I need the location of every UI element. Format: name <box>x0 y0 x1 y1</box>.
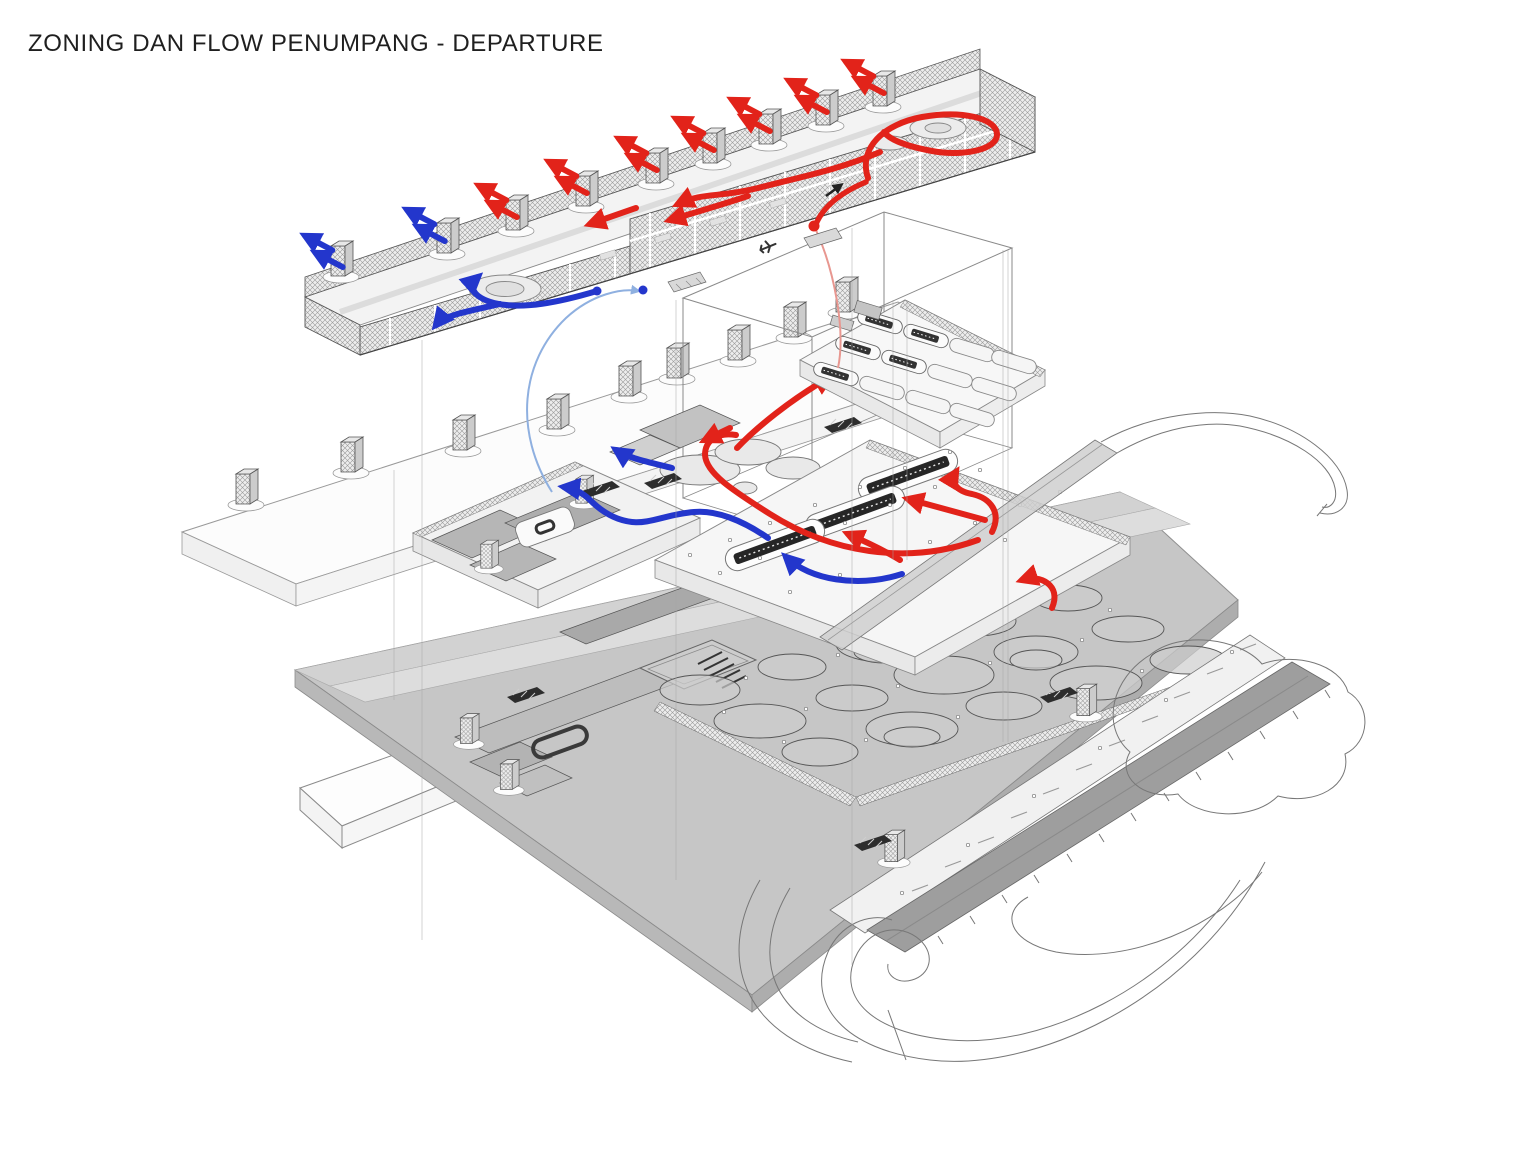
departure-flow-node <box>808 220 820 232</box>
page-title: ZONING DAN FLOW PENUMPANG - DEPARTURE <box>28 30 604 57</box>
ground-rooms-left <box>453 584 717 797</box>
secondary-flow-concourse <box>431 272 600 331</box>
departure-flow-checkin <box>698 373 1058 611</box>
airplane-icon <box>759 240 777 254</box>
departure-flow-concourse <box>583 111 1000 230</box>
secondary-connector-node <box>638 285 648 295</box>
secondary-connector <box>526 284 641 493</box>
loop-roads <box>738 639 1366 1063</box>
projection-lines <box>393 228 1009 965</box>
checkin-hall-plate <box>653 416 1132 676</box>
ground-walkway-loop <box>531 724 589 760</box>
curbside-road <box>866 661 1331 953</box>
link-bridges <box>667 227 843 293</box>
curbside-canopy <box>829 634 1286 934</box>
secondary-flow-node <box>592 286 602 296</box>
gate-concourse-level <box>305 48 1037 356</box>
ramp-loop-road <box>1100 412 1348 517</box>
zebra-walkway <box>697 651 747 689</box>
secondary-flow-checkin <box>557 446 905 584</box>
checkin-level <box>411 373 1348 676</box>
checkin-central-zone <box>609 404 821 495</box>
transfer-arrow <box>825 183 844 198</box>
mezzanine-pods-level <box>798 299 1047 449</box>
landscape-contour <box>1112 639 1366 815</box>
ground-walled-court <box>638 639 758 690</box>
